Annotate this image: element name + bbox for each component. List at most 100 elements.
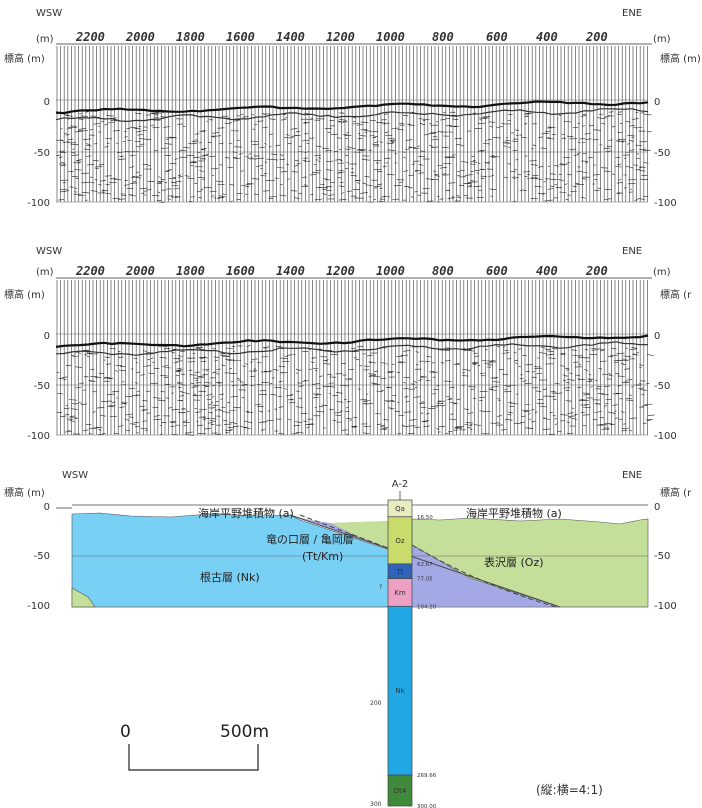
seismic-wiggle: [257, 120, 264, 122]
seismic-wiggle: [514, 129, 519, 131]
seismic-wiggle: [228, 142, 233, 144]
panel1-dist-600: 600: [486, 30, 508, 44]
fault-dashed-line: [299, 514, 557, 608]
seismic-wiggle: [502, 346, 506, 348]
seismic-wiggle: [126, 139, 132, 142]
seismic-wiggle: [418, 118, 426, 120]
seismic-wiggle: [404, 148, 409, 150]
panel1-tick-0-right: 0: [654, 97, 660, 108]
seismic-wiggle: [636, 157, 641, 159]
seismic-wiggle: [154, 149, 158, 152]
seismic-wiggle: [580, 197, 586, 199]
seismic-wiggle: [554, 382, 560, 385]
panel3-tick-50-left: -50: [34, 551, 50, 562]
core-depth-label: 269.66: [417, 773, 437, 779]
seismic-wiggle: [138, 174, 143, 177]
seismic-wiggle: [368, 373, 377, 375]
seismic-wiggle: [491, 360, 496, 362]
seismic-wiggle: [278, 406, 284, 408]
panel2-dist-200: 200: [585, 264, 608, 278]
seismic-wiggle: [191, 386, 199, 388]
seismic-wiggle: [254, 403, 261, 406]
seismic-wiggle: [285, 394, 293, 397]
core-depth-tick-300: 300: [370, 801, 382, 808]
seismic-wiggle: [457, 196, 462, 198]
seismic-wiggle: [490, 389, 497, 391]
seismic-wiggle: [219, 142, 224, 144]
seismic-wiggle: [142, 350, 148, 352]
seismic-wiggle: [65, 115, 73, 117]
seismic-wiggle: [86, 352, 90, 354]
panel1-dist-1400: 1400: [276, 30, 305, 44]
aspect-ratio-note: (縦:横=4:1): [536, 783, 603, 797]
seismic-wiggle: [60, 140, 65, 142]
tatsunokuchi-label-2: (Tt/Km): [302, 550, 343, 563]
seismic-wiggle: [111, 390, 120, 393]
seismic-wiggle: [99, 180, 106, 182]
seismic-wiggle: [338, 185, 345, 187]
seismic-wiggle: [64, 431, 73, 433]
panel1-tick-100-left: -100: [27, 198, 50, 209]
seismic-wiggle: [177, 174, 182, 177]
seismic-wiggle: [464, 408, 470, 410]
seismic-wiggle: [512, 177, 520, 179]
seismic-wiggle: [529, 160, 537, 162]
seismic-wiggle: [337, 177, 342, 179]
seismic-wiggle: [569, 149, 574, 151]
seismic-wiggle: [603, 385, 611, 387]
seismic-wiggle: [480, 177, 485, 180]
seismic-wiggle: [139, 405, 145, 408]
seismic-wiggle: [204, 385, 210, 388]
seismic-wiggle: [171, 196, 179, 198]
seismic-wiggle: [591, 347, 598, 350]
seismic-wiggle: [423, 425, 430, 428]
seismic-wiggle: [263, 370, 271, 373]
seismic-wiggle: [83, 138, 92, 140]
seismic-wiggle: [580, 411, 585, 414]
panel1-tick-100-right: -100: [654, 198, 677, 209]
seismic-wiggle: [308, 368, 312, 371]
seismic-wiggle: [433, 170, 437, 172]
seismic-wiggle: [523, 410, 531, 412]
seismic-wiggle: [313, 119, 321, 121]
seismic-wiggle: [338, 170, 344, 172]
seismic-wiggle: [376, 390, 383, 392]
seismic-wiggle: [342, 121, 348, 123]
seismic-wiggle: [262, 126, 268, 129]
seismic-wiggle: [79, 128, 87, 130]
seismic-wiggle: [432, 393, 436, 395]
seismic-wiggle: [417, 145, 420, 147]
seismic-wiggle: [535, 390, 542, 392]
seismic-wiggle: [476, 172, 480, 174]
seismic-wiggle: [631, 136, 635, 138]
seismic-wiggle: [397, 128, 404, 131]
seismic-wiggle: [448, 156, 455, 158]
seismic-wiggle: [385, 400, 394, 402]
seismic-wiggle: [125, 413, 133, 416]
seismic-wiggle: [171, 408, 180, 411]
seismic-wiggle: [322, 188, 328, 191]
seismic-wiggle: [631, 140, 635, 142]
seismic-wiggle: [303, 184, 308, 186]
seismic-wiggle: [189, 374, 197, 376]
seismic-wiggle: [361, 159, 370, 161]
seismic-wiggle: [483, 117, 490, 119]
seismic-wiggle: [311, 172, 320, 174]
core-depth-tick-200: 200: [370, 700, 382, 707]
seismic-wiggle: [119, 369, 127, 372]
seismic-wiggle: [617, 375, 625, 377]
seismic-wiggle: [564, 183, 568, 185]
seismic-wiggle: [58, 378, 64, 380]
seismic-wiggle: [360, 149, 367, 152]
seismic-wiggle: [202, 154, 206, 156]
seismic-wiggle: [588, 374, 592, 376]
seismic-wiggle: [443, 111, 446, 113]
borehole-question-mark: ?: [379, 584, 382, 591]
seismic-wiggle: [631, 386, 634, 388]
seismic-wiggle: [323, 178, 328, 180]
seismic-wiggle: [78, 129, 84, 132]
scale-bar: 0 500m: [120, 722, 269, 771]
seismic-wiggle: [415, 170, 422, 172]
seismic-wiggle: [268, 196, 277, 198]
seismic-wiggle: [72, 355, 79, 357]
